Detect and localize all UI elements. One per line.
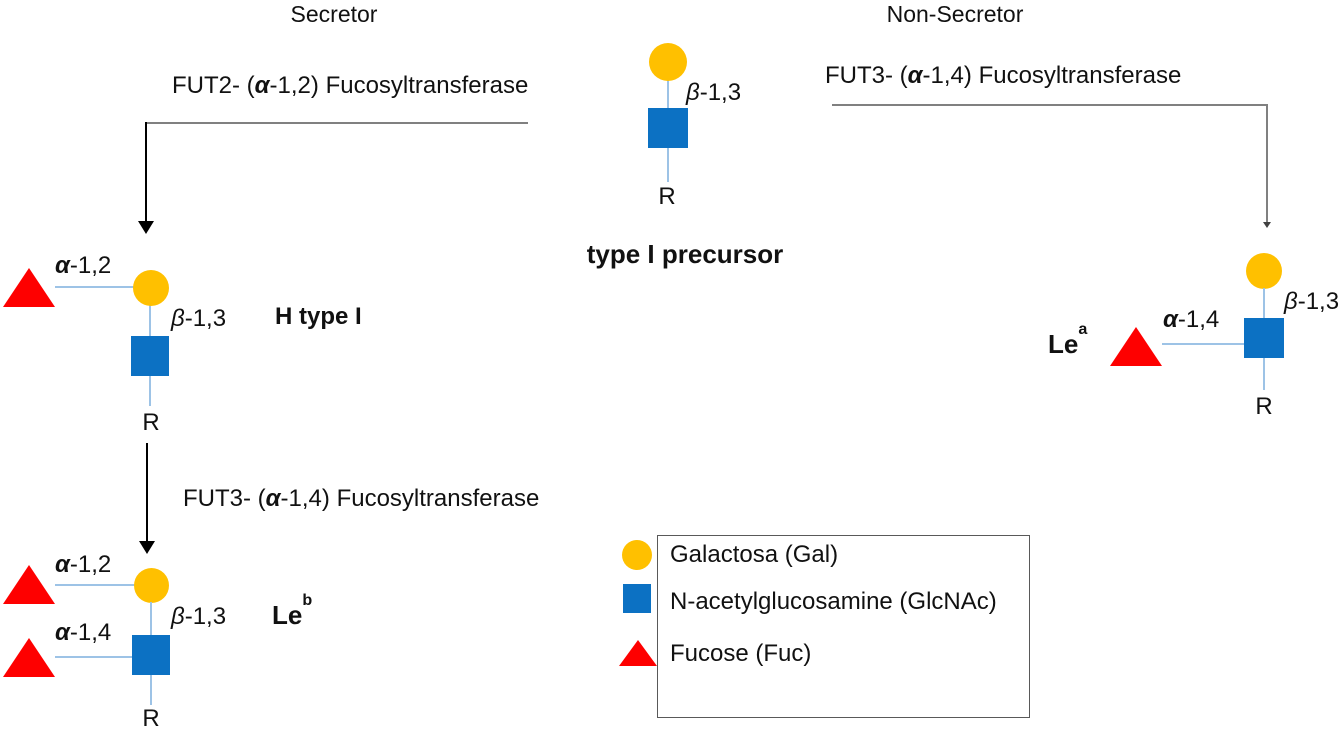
htypei-gal-glcnac-bond bbox=[149, 304, 151, 337]
lea-beta-suffix: -1,3 bbox=[1297, 288, 1340, 315]
leb-alpha12-linkage-label: α-1,2 bbox=[55, 551, 112, 578]
fut3-arrowhead-icon bbox=[1263, 222, 1271, 228]
htypei-name-label: H type I bbox=[275, 303, 362, 330]
fut3-ns-label-prefix: FUT3- ( bbox=[825, 62, 908, 89]
leb-r-label: R bbox=[142, 705, 160, 730]
htypei-r-bond bbox=[149, 376, 151, 406]
precursor-gal-glcnac-bond bbox=[667, 79, 669, 109]
htypei-galactose-icon bbox=[133, 270, 169, 306]
lea-name-label: Lea bbox=[1048, 321, 1087, 359]
legend-fucose-label: Fucose (Fuc) bbox=[670, 640, 812, 667]
lea-alpha-suffix: -1,4 bbox=[1177, 306, 1220, 333]
precursor-beta13-linkage-label: β-1,3 bbox=[686, 79, 742, 106]
fut3-secretor-reaction-line bbox=[146, 443, 148, 541]
fut2-arrowhead-icon bbox=[138, 221, 154, 234]
leb-fucose-bottom-icon bbox=[3, 638, 55, 677]
leb-alpha14-linkage-label: α-1,4 bbox=[55, 619, 112, 646]
legend-galactose-label: Galactosa (Gal) bbox=[670, 541, 839, 568]
htypei-alpha-glyph: α bbox=[55, 252, 70, 279]
lea-alpha14-linkage-label: α-1,4 bbox=[1163, 306, 1220, 333]
htypei-beta-glyph: β bbox=[171, 305, 185, 332]
leb-glcnac-icon bbox=[132, 635, 170, 675]
lea-beta13-linkage-label: β-1,3 bbox=[1284, 288, 1340, 315]
htypei-beta-suffix: -1,3 bbox=[184, 305, 227, 332]
lea-fuc-glcnac-bond bbox=[1162, 343, 1246, 345]
htypei-fucose-icon bbox=[3, 268, 55, 307]
leb-fuc-glcnac-bond bbox=[55, 656, 133, 658]
legend-box bbox=[657, 535, 1030, 718]
fut3-secretor-enzyme-label: FUT3- (α-1,4) Fucosyltransferase bbox=[183, 485, 540, 512]
lea-r-bond bbox=[1263, 358, 1265, 390]
secretor-heading: Secretor bbox=[290, 1, 378, 27]
leb-gal-glcnac-bond bbox=[150, 602, 152, 635]
lea-glcnac-icon bbox=[1244, 318, 1284, 358]
precursor-glcnac-icon bbox=[648, 108, 688, 148]
leb-name-superscript: b bbox=[302, 591, 313, 610]
htypei-alpha12-linkage-label: α-1,2 bbox=[55, 252, 112, 279]
non-secretor-heading: Non-Secretor bbox=[886, 1, 1024, 27]
lea-galactose-icon bbox=[1246, 253, 1282, 289]
fut2-alpha-glyph: α bbox=[254, 72, 270, 99]
precursor-galactose-icon bbox=[649, 43, 687, 81]
leb-beta13-linkage-label: β-1,3 bbox=[171, 603, 227, 630]
lea-alpha-glyph: α bbox=[1163, 306, 1178, 333]
leb-galactose-icon bbox=[134, 568, 169, 603]
fut3-reaction-line-vertical bbox=[1266, 104, 1268, 222]
precursor-name-label: type I precursor bbox=[586, 239, 784, 269]
fut3-reaction-line-horizontal bbox=[832, 104, 1268, 106]
htypei-r-label: R bbox=[142, 409, 160, 436]
legend-glcnac-label: N-acetylglucosamine (GlcNAc) bbox=[670, 588, 997, 615]
precursor-r-bond bbox=[667, 148, 669, 182]
leb-alpha14-suffix: -1,4 bbox=[69, 619, 112, 646]
fut2-reaction-line-vertical bbox=[145, 122, 147, 222]
htypei-fuc-gal-bond bbox=[55, 286, 135, 288]
lea-r-label: R bbox=[1255, 393, 1273, 420]
htypei-glcnac-icon bbox=[131, 336, 169, 376]
fut3-secretor-arrowhead-icon bbox=[139, 541, 155, 554]
fut3-ns-alpha-glyph: α bbox=[907, 62, 923, 89]
leb-fuc-gal-bond bbox=[55, 584, 135, 586]
fut2-reaction-line-horizontal bbox=[146, 122, 528, 124]
precursor-r-label: R bbox=[658, 183, 676, 210]
lea-gal-glcnac-bond bbox=[1263, 288, 1265, 319]
legend-glcnac-icon bbox=[623, 584, 651, 613]
leb-alpha14-glyph: α bbox=[55, 619, 70, 646]
fut3-ns-label-suffix: -1,4) Fucosyltransferase bbox=[922, 62, 1182, 89]
precursor-beta-suffix: -1,3 bbox=[699, 79, 742, 106]
leb-r-bond bbox=[150, 675, 152, 705]
fut3-s-alpha-glyph: α bbox=[265, 485, 281, 512]
leb-name-label: Leb bbox=[272, 592, 312, 630]
lea-name-superscript: a bbox=[1078, 320, 1088, 339]
fut3-s-label-suffix: -1,4) Fucosyltransferase bbox=[280, 485, 540, 512]
htypei-alpha-suffix: -1,2 bbox=[69, 252, 112, 279]
leb-alpha12-glyph: α bbox=[55, 551, 70, 578]
leb-alpha12-suffix: -1,2 bbox=[69, 551, 112, 578]
fut3-s-label-prefix: FUT3- ( bbox=[183, 485, 266, 512]
leb-fucose-top-icon bbox=[3, 565, 55, 604]
leb-name-base: Le bbox=[272, 600, 303, 630]
leb-beta-suffix: -1,3 bbox=[184, 603, 227, 630]
fut2-label-prefix: FUT2- ( bbox=[172, 72, 255, 99]
htypei-beta13-linkage-label: β-1,3 bbox=[171, 305, 227, 332]
fut3-non-secretor-enzyme-label: FUT3- (α-1,4) Fucosyltransferase bbox=[825, 62, 1182, 89]
lea-name-base: Le bbox=[1048, 329, 1079, 359]
legend-fucose-icon bbox=[619, 640, 657, 666]
fut2-label-suffix: -1,2) Fucosyltransferase bbox=[269, 72, 529, 99]
lea-beta-glyph: β bbox=[1284, 288, 1298, 315]
precursor-beta-glyph: β bbox=[686, 79, 700, 106]
fut2-enzyme-label: FUT2- (α-1,2) Fucosyltransferase bbox=[172, 72, 529, 99]
lea-fucose-icon bbox=[1110, 327, 1162, 366]
legend-galactose-icon bbox=[622, 540, 652, 570]
leb-beta-glyph: β bbox=[171, 603, 185, 630]
